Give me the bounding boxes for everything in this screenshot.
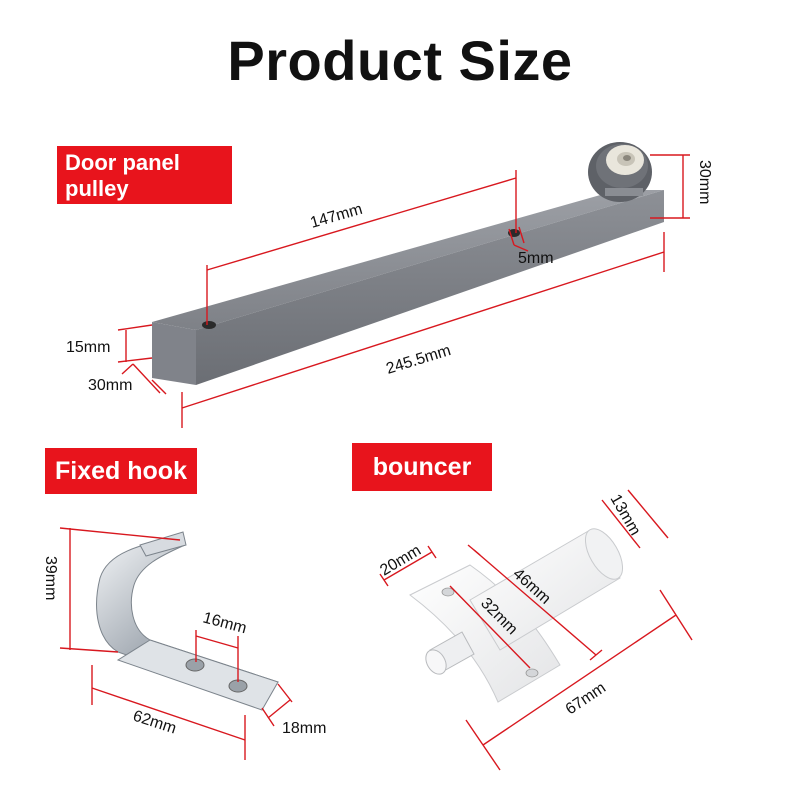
page-title: Product Size xyxy=(227,29,573,92)
bouncer-dimension-lines xyxy=(379,489,693,771)
bouncer-total-length-dim: 67mm xyxy=(563,679,609,718)
hook-base-plate xyxy=(116,639,279,711)
door-panel-pulley-label-line1: Door panel xyxy=(65,150,180,175)
pulley-hole-size-dim: 5mm xyxy=(518,250,554,267)
bouncer xyxy=(409,528,624,703)
bouncer-screw-hole-2 xyxy=(525,668,539,678)
door-panel-pulley-label-line2: pulley xyxy=(65,176,129,201)
hook-screw-hole-1 xyxy=(185,658,205,672)
pulley-width-dim: 30mm xyxy=(88,377,132,394)
bouncer-base-width-dim: 20mm xyxy=(377,542,424,579)
fixed-hook xyxy=(96,531,279,711)
hook-width-dim: 18mm xyxy=(282,720,326,737)
bouncer-body xyxy=(469,529,621,651)
door-panel-pulley-label: Door panel pulley xyxy=(57,146,232,204)
hook-length-dim: 62mm xyxy=(131,708,179,738)
pulley-wheel-axle xyxy=(623,155,631,161)
bouncer-body-width-dim: 13mm xyxy=(607,492,644,539)
pulley-hole-left xyxy=(202,321,216,329)
pulley-bar-side xyxy=(196,190,664,385)
pulley-dimension-lines xyxy=(117,154,690,428)
hook-height-dim: 39mm xyxy=(42,556,59,600)
pulley-hole-spacing-dim: 147mm xyxy=(308,201,364,232)
hook-dimension-lines xyxy=(59,527,293,760)
fixed-hook-label: Fixed hook xyxy=(45,448,197,494)
hook-tip xyxy=(139,531,187,557)
bouncer-body-end xyxy=(584,528,624,580)
pulley-length-dim: 245.5mm xyxy=(384,342,453,378)
bouncer-label: bouncer xyxy=(352,443,492,491)
hook-hole-spacing-dim: 16mm xyxy=(201,609,248,637)
pulley-wheel-height-dim: 30mm xyxy=(696,160,713,204)
bouncer-plunger-tip xyxy=(425,649,447,675)
pulley-wheel-bracket xyxy=(605,188,643,196)
bouncer-screw-hole-1 xyxy=(441,587,455,597)
pulley-thickness-dim: 15mm xyxy=(66,339,110,356)
pulley-bar-end xyxy=(152,322,196,385)
pulley-bar-top xyxy=(152,190,664,330)
door-panel-pulley xyxy=(152,142,664,385)
